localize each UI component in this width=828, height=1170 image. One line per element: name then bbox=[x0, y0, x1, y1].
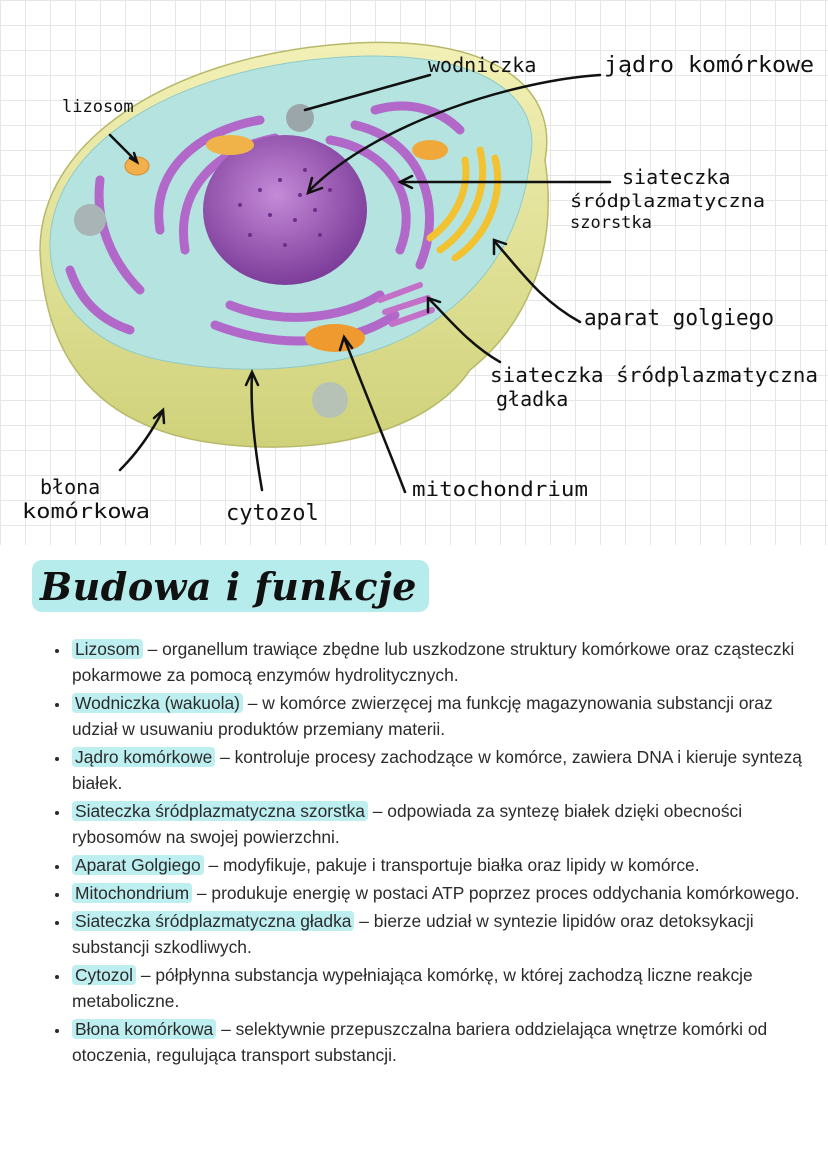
cell-diagram: lizosom wodniczka jądro komórkowe siatec… bbox=[22, 41, 818, 526]
term-siateczka-szorstka: Siateczka śródplazmatyczna szorstka bbox=[72, 801, 368, 821]
list-item: Cytozol – półpłynna substancja wypełniaj… bbox=[70, 962, 810, 1014]
section-title: Budowa i funkcje bbox=[40, 564, 417, 609]
golgi-apparatus bbox=[426, 146, 502, 262]
desc-lizosom: – organellum trawiące zbędne lub uszkodz… bbox=[72, 639, 795, 685]
vacuole bbox=[312, 382, 348, 418]
label-lizosom: lizosom bbox=[62, 97, 134, 117]
mitochondrion bbox=[206, 135, 254, 155]
list-item: Mitochondrium – produkuje energię w post… bbox=[70, 880, 810, 906]
list-item: Jądro komórkowe – kontroluje procesy zac… bbox=[70, 744, 810, 796]
term-jadro: Jądro komórkowe bbox=[72, 747, 216, 767]
label-siateczka-szorstka-1: siateczka bbox=[622, 165, 730, 189]
term-siateczka-gladka: Siateczka śródplazmatyczna gładka bbox=[72, 911, 355, 931]
label-siateczka-szorstka-2: śródplazmatyczna bbox=[570, 191, 765, 212]
section-title-highlight: Budowa i funkcje bbox=[32, 560, 429, 612]
mitochondrion bbox=[412, 140, 448, 160]
term-cytozol: Cytozol bbox=[72, 965, 136, 985]
desc-siateczka-gladka: – bierze udział w syntezie lipidów oraz … bbox=[72, 911, 754, 957]
label-aparat-golgiego: aparat golgiego bbox=[584, 306, 774, 331]
term-mitochondrium: Mitochondrium bbox=[72, 883, 193, 903]
label-cytozol: cytozol bbox=[226, 501, 319, 526]
desc-aparat-golgiego: – modyfikuje, pakuje i transportuje biał… bbox=[203, 855, 700, 875]
term-wodniczka: Wodniczka (wakuola) bbox=[72, 693, 243, 713]
lysosome bbox=[124, 156, 150, 176]
desc-mitochondrium: – produkuje energię w postaci ATP poprze… bbox=[192, 883, 800, 903]
label-mitochondrium: mitochondrium bbox=[412, 477, 588, 501]
list-item: Aparat Golgiego – modyfikuje, pakuje i t… bbox=[70, 852, 810, 878]
label-blona-1: błona bbox=[40, 475, 100, 499]
label-siateczka-gladka-1: siateczka śródplazmatyczna bbox=[490, 363, 818, 387]
term-blona: Błona komórkowa bbox=[72, 1019, 217, 1039]
smooth-er bbox=[377, 282, 435, 327]
list-item: Siateczka śródplazmatyczna szorstka – od… bbox=[70, 798, 810, 850]
list-item: Błona komórkowa – selektywnie przepuszcz… bbox=[70, 1016, 810, 1068]
list-item: Lizosom – organellum trawiące zbędne lub… bbox=[70, 636, 810, 688]
vacuole bbox=[286, 104, 314, 132]
nuclear-pores bbox=[238, 168, 332, 247]
term-lizosom: Lizosom bbox=[72, 639, 143, 659]
label-blona-2: komórkowa bbox=[22, 499, 150, 523]
list-item: Wodniczka (wakuola) – w komórce zwierzęc… bbox=[70, 690, 810, 742]
definition-list: Lizosom – organellum trawiące zbędne lub… bbox=[50, 636, 810, 1070]
label-arrows bbox=[108, 73, 612, 494]
desc-wodniczka: – w komórce zwierzęcej ma funkcję magazy… bbox=[72, 693, 773, 739]
desc-cytozol: – półpłynna substancja wypełniająca komó… bbox=[72, 965, 753, 1011]
vacuole bbox=[74, 204, 106, 236]
label-siateczka-gladka-2: gładka bbox=[496, 387, 568, 411]
desc-siateczka-szorstka: – odpowiada za syntezę białek dzięki obe… bbox=[72, 801, 743, 847]
desc-jadro: – kontroluje procesy zachodzące w komórc… bbox=[72, 747, 802, 793]
list-item: Siateczka śródplazmatyczna gładka – bier… bbox=[70, 908, 810, 960]
label-jadro: jądro komórkowe bbox=[604, 53, 814, 78]
label-wodniczka: wodniczka bbox=[428, 53, 536, 77]
label-siateczka-szorstka-3: szorstka bbox=[570, 213, 652, 233]
term-aparat-golgiego: Aparat Golgiego bbox=[72, 855, 204, 875]
nucleus bbox=[203, 135, 367, 285]
desc-blona: – selektywnie przepuszczalna bariera odd… bbox=[72, 1019, 768, 1065]
mitochondrion bbox=[305, 324, 365, 352]
